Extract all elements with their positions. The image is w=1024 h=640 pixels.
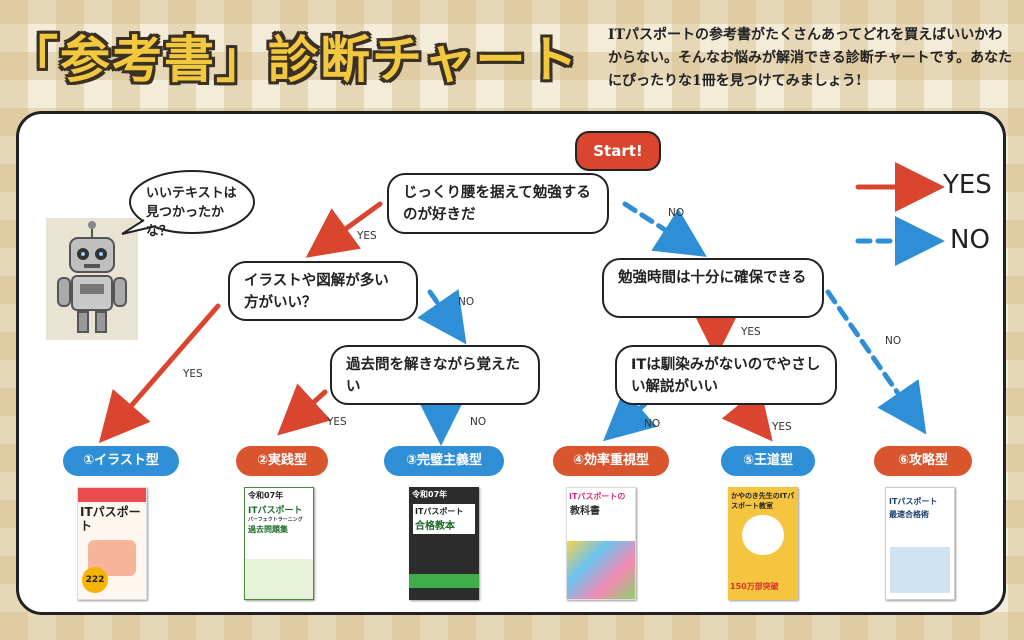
- book-4-sub: 教科書: [570, 506, 600, 517]
- edge-label-q3-yes: YES: [327, 416, 347, 428]
- edge-label-q5-yes: YES: [772, 421, 792, 433]
- type-badge-3: ③完璧主義型: [384, 446, 504, 476]
- book-5-title: かやのき先生のITパスポート教室: [731, 492, 795, 510]
- book-cover-2: 令和07年 ITパスポート パーフェクトラーニング 過去問題集: [244, 487, 314, 600]
- edge-label-q5-no: NO: [644, 418, 661, 430]
- edge-label-q2-yes: YES: [183, 368, 203, 380]
- type-badge-1: ①イラスト型: [63, 446, 179, 476]
- book-2-year: 令和07年: [248, 491, 284, 500]
- page-title: 「参考書」診断チャート: [8, 31, 580, 89]
- book-6-title: ITパスポート: [889, 497, 938, 506]
- edge-label-q4-no: NO: [885, 335, 902, 347]
- type-badge-4: ④効率重視型: [553, 446, 669, 476]
- book-1-title: ITパスポート: [80, 505, 141, 533]
- edge-label-q2-no: NO: [458, 296, 475, 308]
- question-q5: ITは馴染みがないのでやさしい解説がいい: [615, 345, 837, 405]
- question-q1: じっくり腰を据えて勉強するのが好きだ: [387, 173, 609, 234]
- type-badge-6: ⑥攻略型: [874, 446, 972, 476]
- book-cover-6: ITパスポート 最速合格術: [885, 487, 955, 600]
- book-cover-1: ITパスポート 222: [77, 487, 147, 600]
- book-5-badge: 150万部突破: [730, 582, 779, 591]
- book-2-title: ITパスポート: [248, 506, 303, 516]
- question-q2: イラストや図解が多い方がいい？: [228, 261, 418, 321]
- book-1-badge: 222: [82, 567, 108, 593]
- book-2-sub: パーフェクトラーニング: [248, 517, 303, 523]
- question-q4: 勉強時間は十分に確保できる: [602, 258, 824, 318]
- book-3-title: ITパスポート: [415, 507, 464, 516]
- book-3-year: 令和07年: [412, 490, 448, 499]
- book-6-sub: 最速合格術: [889, 510, 929, 519]
- bubble-text: いいテキストは見つかったかな？: [146, 186, 237, 239]
- edge-label-q3-no: NO: [470, 416, 487, 428]
- edge-label-q1-yes: YES: [357, 230, 377, 242]
- speech-bubble: いいテキストは見つかったかな？: [116, 168, 256, 240]
- robot-icon: [57, 221, 127, 333]
- edge-label-q4-yes: YES: [741, 326, 761, 338]
- book-cover-5: かやのき先生のITパスポート教室 150万部突破: [728, 487, 798, 600]
- type-badge-2: ②実践型: [236, 446, 328, 476]
- book-3-sub: 合格教本: [415, 521, 455, 532]
- robot-illustration: [46, 218, 138, 340]
- legend-no-label: NO: [950, 225, 990, 255]
- question-q3: 過去問を解きながら覚えたい: [330, 345, 540, 405]
- legend-yes-label: YES: [943, 170, 992, 200]
- start-badge: Start!: [575, 131, 661, 171]
- book-4-title: ITパスポートの: [569, 492, 626, 501]
- book-2-sub2: 過去問題集: [248, 525, 288, 534]
- book-cover-4: ITパスポートの 教科書: [566, 487, 636, 600]
- type-badge-5: ⑤王道型: [721, 446, 815, 476]
- intro-text: ITパスポートの参考書がたくさんあってどれを買えばいいかわからない。そんなお悩み…: [608, 27, 1013, 89]
- edge-label-q1-no: NO: [668, 207, 685, 219]
- book-cover-3: 令和07年 ITパスポート 合格教本: [409, 487, 479, 600]
